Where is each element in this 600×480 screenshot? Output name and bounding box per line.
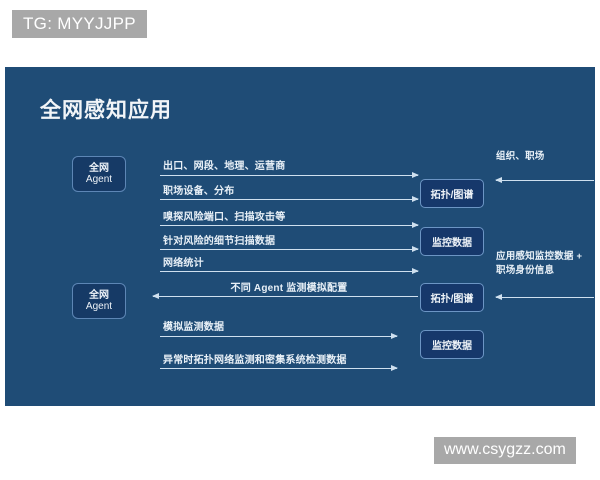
flow-label-3: 嗅探风险端口、扫描攻击等 — [163, 212, 286, 223]
side-flow-arrow-2 — [495, 293, 594, 300]
flow-arrow-8 — [160, 364, 398, 371]
agent-box-top[interactable]: 全网 Agent — [72, 156, 126, 192]
flow-arrow-2 — [160, 195, 419, 202]
agent-label-line1: 全网 — [89, 289, 109, 301]
page-title: 全网感知应用 — [40, 99, 172, 122]
side-flow-arrow-1 — [495, 176, 594, 183]
flow-label-6: 不同 Agent 监测模拟配置 — [230, 283, 348, 294]
flow-arrow-4 — [160, 245, 419, 252]
slide-panel: 全网感知应用 全网 Agent 全网 Agent 拓扑/图谱 监控数据 拓扑/图… — [5, 67, 595, 406]
node-box-topology-1[interactable]: 拓扑/图谱 — [420, 179, 484, 208]
flow-label-2: 职场设备、分布 — [163, 186, 235, 197]
node-box-monitoring-1[interactable]: 监控数据 — [420, 227, 484, 256]
agent-label-line2: Agent — [85, 174, 113, 185]
flow-label-7: 模拟监测数据 — [163, 322, 225, 333]
agent-box-bottom[interactable]: 全网 Agent — [72, 283, 126, 319]
agent-label-line1: 全网 — [89, 162, 109, 174]
flow-label-1: 出口、网段、地理、运营商 — [163, 161, 286, 172]
flow-arrow-7 — [160, 332, 398, 339]
node-box-monitoring-2[interactable]: 监控数据 — [420, 330, 484, 359]
side-flow-label-2: 应用感知监控数据 + 职场身份信息 — [496, 251, 583, 277]
flow-arrow-6 — [152, 292, 418, 299]
flow-label-5: 网络统计 — [163, 258, 204, 269]
flow-label-4: 针对风险的细节扫描数据 — [163, 236, 276, 247]
top-watermark-badge: TG: MYYJJPP — [12, 10, 147, 38]
flow-arrow-5 — [160, 267, 419, 274]
bottom-watermark-badge: www.csygzz.com — [434, 437, 576, 464]
agent-label-line2: Agent — [85, 301, 113, 312]
flow-arrow-1 — [160, 171, 419, 178]
node-box-topology-2[interactable]: 拓扑/图谱 — [420, 283, 484, 312]
flow-label-8: 异常时拓扑网络监测和密集系统检测数据 — [163, 355, 347, 366]
flow-arrow-3 — [160, 221, 419, 228]
side-flow-label-1: 组织、职场 — [496, 151, 545, 162]
